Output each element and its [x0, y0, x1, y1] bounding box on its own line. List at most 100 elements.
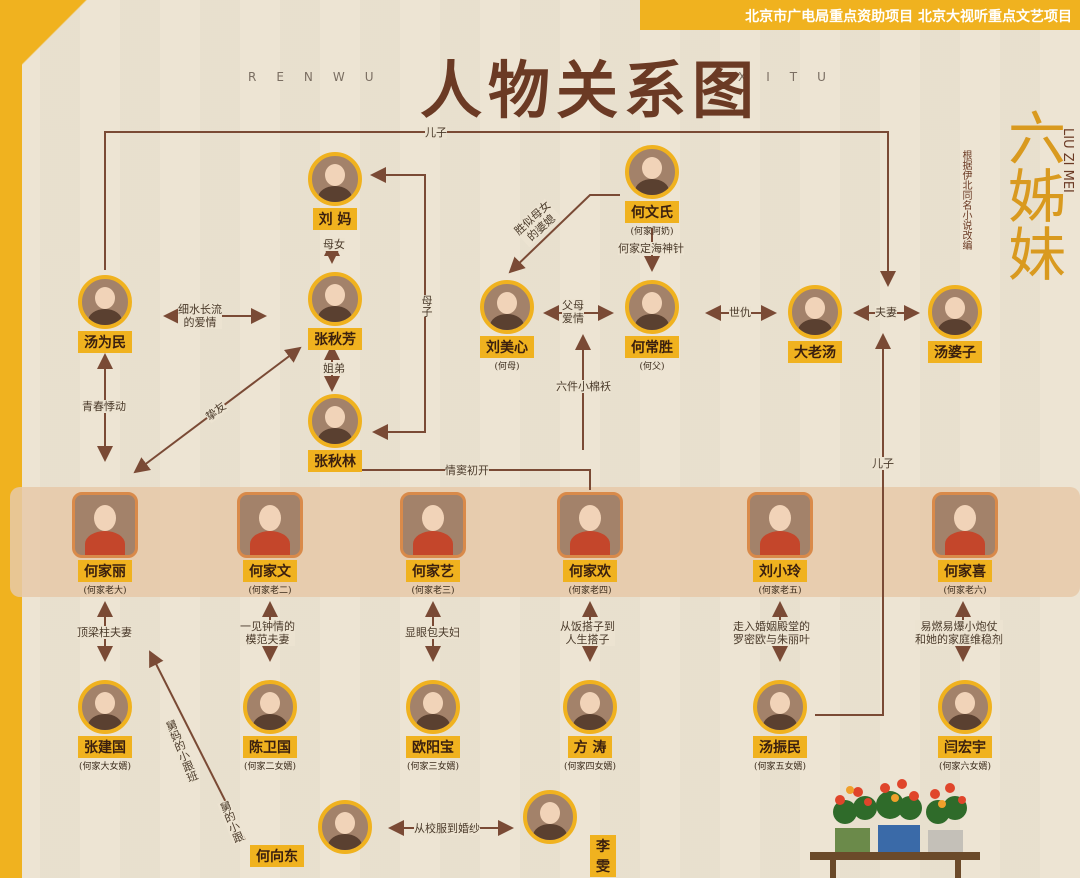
page-title: 人物关系图 [420, 54, 761, 127]
person-yanhongyu: 闫宏宇 (何家六女婿) [925, 680, 1005, 772]
person-name: 何向东 [250, 845, 304, 867]
person-tangzhenmin: 汤振民 (何家五女婿) [740, 680, 820, 772]
person-hechangsheng: 何常胜 (何父) [612, 280, 692, 372]
person-name: 何文氏 [625, 201, 679, 223]
person-dalaotang: 大老汤 [775, 285, 855, 363]
person-name: 闫宏宇 [938, 736, 992, 758]
rel-pillar: 何家定海神针 [618, 242, 684, 255]
person-role: (何家老大) [83, 586, 127, 596]
brand-logo: 六姊妹 [998, 108, 1066, 282]
left-stripe [0, 0, 22, 878]
portrait [928, 285, 982, 339]
rel-six-daughters: 六件小棉袄 [556, 380, 611, 393]
person-liuma: 刘 妈 [295, 152, 375, 230]
person-hejiahuan: 何家欢 (何家老四) [550, 492, 630, 596]
person-name: 刘小玲 [753, 560, 807, 582]
person-hejiali: 何家丽 (何家老大) [65, 492, 145, 596]
portrait [625, 145, 679, 199]
person-fangtao: 方 涛 (何家四女婿) [550, 680, 630, 772]
rel-siblings: 姐弟 [323, 362, 345, 375]
person-role: (何家老六) [943, 586, 987, 596]
person-role: (何家老三) [411, 586, 455, 596]
person-role: (何家四女婿) [563, 762, 617, 772]
person-zhangqiufang: 张秋芳 [295, 272, 375, 350]
portrait [480, 280, 534, 334]
person-name: 汤婆子 [928, 341, 982, 363]
portrait [400, 492, 466, 558]
person-role: (何家老二) [248, 586, 292, 596]
person-role: (何家大女婿) [78, 762, 132, 772]
rel-couple-6: 易燃易爆小炮仗 和她的家庭维稳剂 [915, 620, 1003, 646]
person-role: (何母) [494, 362, 520, 372]
person-role: (何家二女婿) [243, 762, 297, 772]
rel-youth: 青春悸动 [82, 400, 126, 413]
top-banner: 北京市广电局重点资助项目 北京大视听重点文艺项目 [640, 0, 1080, 30]
portrait [523, 790, 577, 844]
person-liumeixin: 刘美心 (何母) [467, 280, 547, 372]
person-name: 李 雯 [590, 835, 616, 877]
person-name: 何家文 [243, 560, 297, 582]
portrait [625, 280, 679, 334]
flower-pots-illustration [810, 779, 980, 878]
person-hexiangdong: 何向东 [250, 800, 385, 867]
person-name: 张秋林 [308, 450, 362, 472]
sisters-band [10, 487, 1080, 597]
rel-son-right: 儿子 [872, 457, 894, 470]
portrait [932, 492, 998, 558]
person-role: (何家三女婿) [406, 762, 460, 772]
person-name: 刘美心 [480, 336, 534, 358]
person-hewenshi: 何文氏 (何家阿奶) [612, 145, 692, 237]
person-ouyangbao: 欧阳宝 (何家三女婿) [393, 680, 473, 772]
portrait [243, 680, 297, 734]
person-liuxiaoling: 刘小玲 (何家老五) [740, 492, 820, 596]
person-name: 张建国 [78, 736, 132, 758]
portrait [78, 680, 132, 734]
person-zhangqiulin: 张秋林 [295, 394, 375, 472]
pinyin-right: XITU [738, 70, 846, 84]
rel-mother-son: 母子 [420, 295, 433, 317]
person-name: 何家丽 [78, 560, 132, 582]
person-name: 陈卫国 [243, 736, 297, 758]
rel-mother-daughter: 母女 [323, 238, 345, 251]
portrait [753, 680, 807, 734]
rel-couple-3: 显眼包夫妇 [405, 626, 460, 639]
rel-couple-5: 走入婚姻殿堂的 罗密欧与朱丽叶 [733, 620, 810, 646]
rel-spouses: 夫妻 [875, 306, 897, 319]
person-tangweimin: 汤为民 [65, 275, 145, 353]
rel-school-to-wedding: 从校服到婚纱 [414, 822, 480, 835]
person-role: (何家老五) [758, 586, 802, 596]
person-name: 何常胜 [625, 336, 679, 358]
pinyin-left: RENWU [248, 70, 394, 84]
rel-couple-2: 一见钟情的 模范夫妻 [240, 620, 295, 646]
corner-decoration [0, 0, 120, 70]
person-hejiayi: 何家艺 (何家老三) [393, 492, 473, 596]
person-name: 汤振民 [753, 736, 807, 758]
rel-love: 细水长流 的爱情 [178, 303, 222, 329]
person-role: (何家阿奶) [630, 227, 674, 237]
brand-subtitle: 根据伊北同名小说改编 [960, 150, 971, 250]
person-name: 何家欢 [563, 560, 617, 582]
portrait [406, 680, 460, 734]
person-name: 方 涛 [567, 736, 613, 758]
portrait [237, 492, 303, 558]
rel-couple-1: 顶梁柱夫妻 [77, 626, 132, 639]
person-liwen: 李 雯 [510, 790, 616, 877]
person-name: 汤为民 [78, 331, 132, 353]
rel-feud: 世仇 [729, 306, 751, 319]
brand-pinyin: LIU ZI MEI [1060, 128, 1075, 193]
portrait [318, 800, 372, 854]
rel-couple-4: 从饭搭子到 人生搭子 [560, 620, 615, 646]
banner-text: 北京市广电局重点资助项目 北京大视听重点文艺项目 [745, 9, 1072, 25]
person-chenweiguo: 陈卫国 (何家二女婿) [230, 680, 310, 772]
person-zhangjianguo: 张建国 (何家大女婿) [65, 680, 145, 772]
portrait [308, 272, 362, 326]
person-role: (何家五女婿) [753, 762, 807, 772]
rel-first-love: 情窦初开 [445, 464, 489, 477]
person-role: (何家六女婿) [938, 762, 992, 772]
rel-son-top: 儿子 [425, 126, 447, 139]
portrait [72, 492, 138, 558]
portrait [788, 285, 842, 339]
portrait [78, 275, 132, 329]
portrait [308, 394, 362, 448]
